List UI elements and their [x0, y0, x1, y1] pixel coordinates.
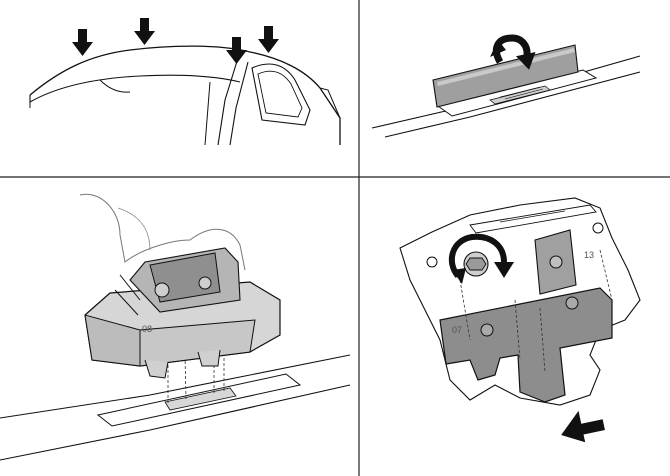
hand-outline: [79, 193, 246, 271]
left-arrow-icon: [561, 410, 605, 443]
panel-2-cover-strip: [371, 34, 641, 138]
part-label: 13: [584, 250, 594, 260]
curved-arrow-icon: [490, 34, 536, 70]
part-label: 07: [452, 325, 462, 335]
down-arrow-icon: [72, 29, 93, 56]
down-arrow-icon: [134, 18, 155, 45]
panel-1-car-roof: [29, 18, 341, 146]
door-frame: [217, 57, 249, 146]
rotate-arrow-icon: [448, 233, 514, 284]
adapter-plate: [439, 287, 613, 403]
down-arrow-icon: [258, 26, 279, 53]
down-arrow-icon: [226, 37, 247, 64]
panel-3-foot-assembly: 08: [0, 193, 351, 461]
part-label: 08: [142, 324, 152, 334]
panel-4-bracket: 13 07: [399, 197, 641, 443]
car-roof-outline: [29, 45, 341, 145]
